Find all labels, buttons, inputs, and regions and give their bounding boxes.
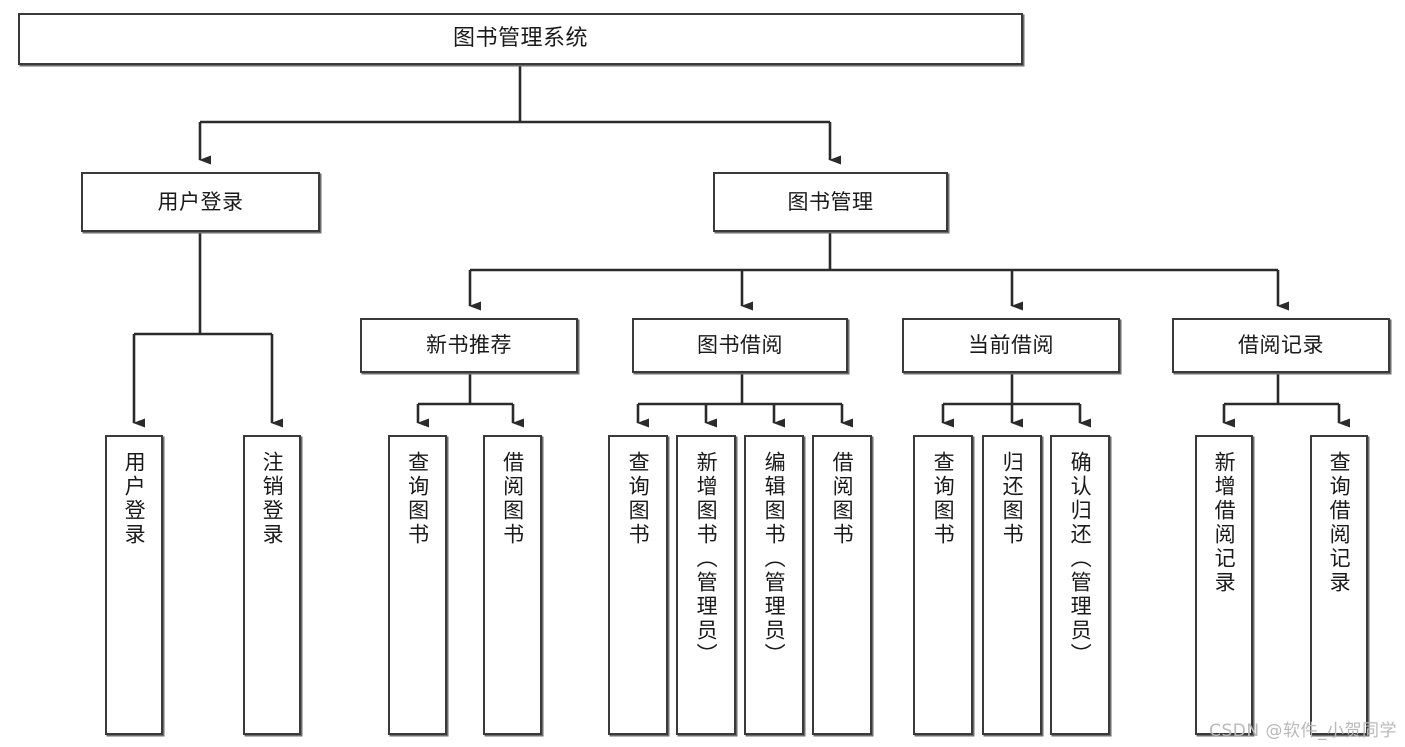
node-leaf-query-book-3-label: 查询图书 bbox=[931, 451, 956, 547]
node-root[interactable]: 图书管理系统 bbox=[18, 13, 1023, 65]
node-leaf-return-book-label: 归还图书 bbox=[1000, 451, 1025, 547]
node-leaf-confirm-return-label: 确认归还（管理员） bbox=[1068, 451, 1093, 667]
node-leaf-add-loan-record[interactable]: 新增借阅记录 bbox=[1195, 435, 1253, 735]
node-leaf-logout[interactable]: 注销登录 bbox=[243, 435, 301, 735]
node-root-label: 图书管理系统 bbox=[452, 26, 588, 52]
node-leaf-edit-book-label: 编辑图书（管理员） bbox=[762, 451, 787, 667]
node-leaf-borrow-book-1[interactable]: 借阅图书 bbox=[483, 435, 542, 735]
node-leaf-return-book[interactable]: 归还图书 bbox=[982, 435, 1042, 735]
node-leaf-query-book-3[interactable]: 查询图书 bbox=[913, 435, 973, 735]
node-leaf-borrow-book-2[interactable]: 借阅图书 bbox=[812, 435, 872, 735]
node-user-login[interactable]: 用户登录 bbox=[81, 172, 320, 232]
node-current-loan[interactable]: 当前借阅 bbox=[902, 318, 1120, 373]
node-leaf-user-login-label: 用户登录 bbox=[122, 451, 147, 547]
node-leaf-borrow-book-1-label: 借阅图书 bbox=[500, 451, 525, 547]
node-leaf-query-loan-record-label: 查询借阅记录 bbox=[1327, 451, 1352, 595]
node-book-borrow[interactable]: 图书借阅 bbox=[632, 318, 848, 373]
watermark: CSDN @软件_小贺同学 bbox=[1209, 721, 1397, 741]
node-leaf-user-login[interactable]: 用户登录 bbox=[105, 435, 163, 735]
node-current-loan-label: 当前借阅 bbox=[968, 333, 1054, 358]
node-book-manage[interactable]: 图书管理 bbox=[713, 172, 948, 232]
node-loan-record-label: 借阅记录 bbox=[1238, 333, 1324, 358]
node-leaf-query-loan-record[interactable]: 查询借阅记录 bbox=[1310, 435, 1368, 735]
node-leaf-query-book-1[interactable]: 查询图书 bbox=[388, 435, 447, 735]
node-leaf-add-loan-record-label: 新增借阅记录 bbox=[1212, 451, 1237, 595]
node-new-book-rec[interactable]: 新书推荐 bbox=[360, 318, 578, 373]
node-loan-record[interactable]: 借阅记录 bbox=[1172, 318, 1390, 373]
node-book-manage-label: 图书管理 bbox=[787, 189, 874, 214]
node-leaf-query-book-2[interactable]: 查询图书 bbox=[608, 435, 668, 735]
node-leaf-query-book-2-label: 查询图书 bbox=[626, 451, 651, 547]
node-book-borrow-label: 图书借阅 bbox=[697, 333, 783, 358]
node-leaf-add-book[interactable]: 新增图书（管理员） bbox=[676, 435, 736, 735]
node-leaf-query-book-1-label: 查询图书 bbox=[405, 451, 430, 547]
node-leaf-add-book-label: 新增图书（管理员） bbox=[694, 451, 719, 667]
node-leaf-edit-book[interactable]: 编辑图书（管理员） bbox=[744, 435, 804, 735]
node-new-book-rec-label: 新书推荐 bbox=[426, 333, 512, 358]
node-leaf-logout-label: 注销登录 bbox=[260, 451, 285, 547]
node-user-login-label: 用户登录 bbox=[157, 189, 244, 214]
node-leaf-borrow-book-2-label: 借阅图书 bbox=[830, 451, 855, 547]
node-leaf-confirm-return[interactable]: 确认归还（管理员） bbox=[1050, 435, 1110, 735]
